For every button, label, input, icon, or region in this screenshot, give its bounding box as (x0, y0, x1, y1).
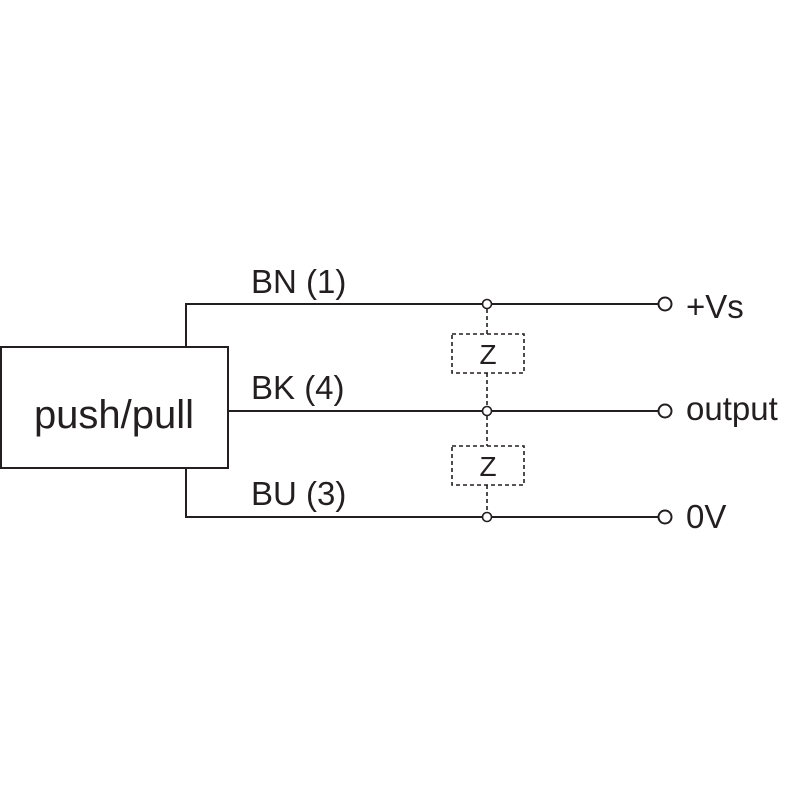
sensor-block (0, 346, 229, 469)
terminal-0v[interactable] (657, 509, 673, 525)
wire-bk-label: BK (4) (251, 369, 345, 406)
terminal-vs[interactable] (657, 296, 673, 312)
load-z-upper-label: Z (479, 339, 496, 370)
load-z-lower (451, 445, 525, 486)
wire-bn (185, 303, 659, 347)
junction-bn (481, 298, 493, 310)
sensor-label: push/pull (34, 393, 194, 437)
terminal-output[interactable] (657, 403, 673, 419)
wire-bu-label: BU (3) (251, 475, 346, 512)
load-z-upper (451, 333, 525, 374)
load-z-lower-label: Z (479, 451, 496, 482)
wire-bn-label: BN (1) (251, 263, 346, 300)
junction-bk (481, 405, 493, 417)
terminal-output-label: output (686, 390, 778, 427)
terminal-vs-label: +Vs (686, 288, 744, 325)
terminal-0v-label: 0V (686, 498, 726, 535)
wire-bu (185, 468, 659, 518)
junction-bu (481, 511, 493, 523)
